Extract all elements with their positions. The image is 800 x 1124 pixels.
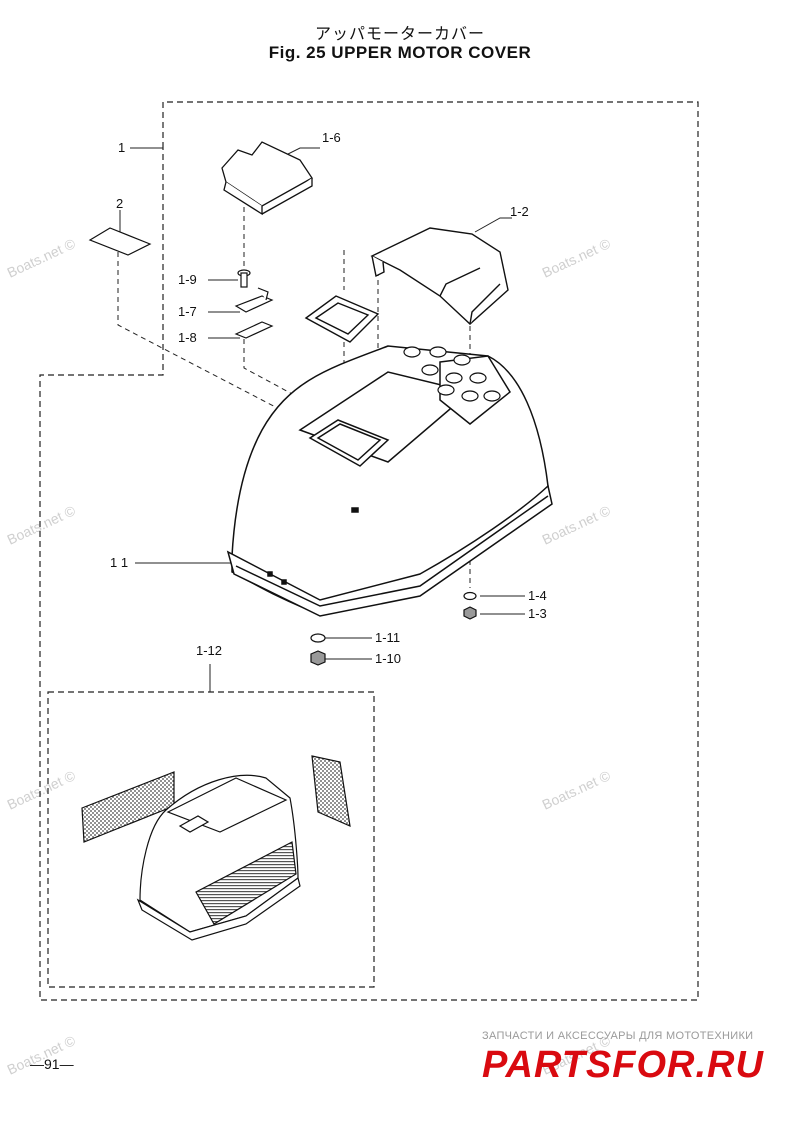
callout-1-11: 1-11 — [375, 630, 400, 645]
watermark: Boats.net © — [540, 235, 614, 281]
grommet-seal — [304, 295, 380, 343]
callout-1-8: 1-8 — [178, 330, 197, 345]
figure-title: Fig. 25 UPPER MOTOR COVER — [268, 43, 532, 62]
bolt — [237, 269, 251, 288]
washer-and-nut-hardware — [310, 591, 477, 666]
label-decal — [88, 227, 152, 256]
latch-hook — [234, 287, 274, 313]
watermark: Boats.net © — [5, 235, 79, 281]
upper-motor-cover — [226, 345, 553, 617]
brand-tagline: ЗАПЧАСТИ И АКСЕССУАРЫ ДЛЯ МОТОТЕХНИКИ — [482, 1030, 754, 1042]
title-japanese: アッパモーターカバー — [314, 24, 485, 43]
watermarks: Boats.net © Boats.net © Boats.net © Boat… — [5, 235, 614, 1078]
callout-1-9: 1-9 — [178, 272, 197, 287]
brand-watermark: ЗАПЧАСТИ И АКСЕССУАРЫ ДЛЯ МОТОТЕХНИКИ PA… — [482, 1030, 800, 1086]
callout-labels: 1 1-6 2 1-2 1-9 1-7 1-8 1 1 1-4 1-3 1-11… — [110, 130, 547, 666]
hood-cap — [370, 227, 509, 325]
latch-plate — [234, 321, 274, 339]
watermark: Boats.net © — [540, 767, 614, 813]
leader-lines — [119, 147, 525, 692]
callout-1-4: 1-4 — [528, 588, 547, 603]
callout-2: 2 — [116, 196, 123, 211]
watermark: Boats.net © — [5, 502, 79, 548]
watermark: Boats.net © — [5, 767, 79, 813]
watermark: Boats.net © — [540, 502, 614, 548]
decal-kit-box — [47, 691, 375, 988]
service-lid-plate — [221, 141, 313, 216]
callout-1-10: 1-10 — [375, 651, 401, 666]
callout-1-7: 1-7 — [178, 304, 197, 319]
assembly-outline — [39, 101, 699, 1001]
callout-11: 1 1 — [110, 555, 128, 570]
callout-1-6: 1-6 — [322, 130, 341, 145]
callout-1-3: 1-3 — [528, 606, 547, 621]
callout-1-12: 1-12 — [196, 643, 222, 658]
callout-1: 1 — [118, 140, 125, 155]
callout-1-2: 1-2 — [510, 204, 529, 219]
page-number: —91— — [30, 1056, 74, 1072]
brand-logo: PARTSFOR.RU — [482, 1044, 764, 1086]
decal-kit-illustration — [81, 755, 351, 941]
